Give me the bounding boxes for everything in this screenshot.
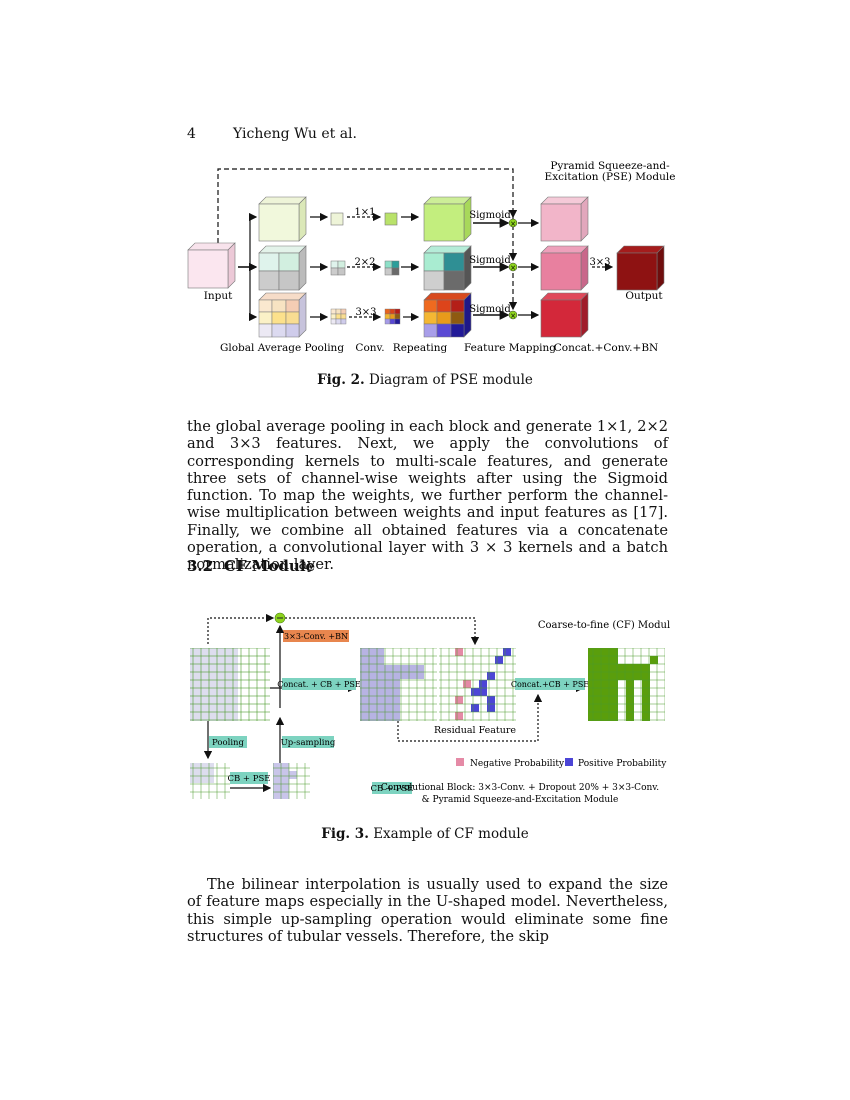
stage-concat: Concat.+Conv.+BN — [554, 342, 658, 354]
repeated-cube-1 — [424, 197, 471, 241]
pse-module-diagram: Pyramid Squeeze-and- Excitation (PSE) Mo… — [180, 155, 680, 360]
sigmoid-2: Sigmoid — [469, 255, 511, 266]
repeated-cube-3 — [424, 293, 471, 337]
cf-module-diagram: Coarse-to-fine (CF) Module 3×3-Conv. +BN… — [185, 608, 670, 813]
output-cube — [617, 246, 664, 290]
section-number: 3.2 — [187, 557, 213, 575]
svg-text:×: × — [510, 220, 516, 228]
pooled-cube-3 — [259, 293, 306, 337]
fig3-caption-text: Example of CF module — [373, 826, 529, 842]
cf-title: Coarse-to-fine (CF) Module — [538, 620, 670, 631]
pse-title-2: Excitation (PSE) Module — [545, 171, 676, 183]
mapped-cube-2 — [541, 246, 588, 290]
stage-gap: Global Average Pooling — [220, 342, 344, 354]
residual-label: Residual Feature — [434, 725, 516, 736]
stage-repeat: Repeating — [393, 342, 448, 354]
pos-swatch — [565, 758, 573, 766]
svg-text:×: × — [510, 264, 516, 272]
kernel-3x3: 3×3 — [355, 307, 376, 318]
pooled-cube-2 — [259, 246, 306, 290]
probability-grid — [439, 648, 516, 721]
fig2-caption-label: Fig. 2. — [317, 372, 365, 388]
upsampling-label: Up-sampling — [281, 738, 336, 748]
mapped-cube-1 — [541, 197, 588, 241]
sigmoid-3: Sigmoid — [469, 304, 511, 315]
fig3-caption-label: Fig. 3. — [321, 826, 369, 842]
concat2-label: Concat.+CB + PSE — [511, 680, 589, 689]
concat-grid — [360, 648, 437, 721]
fig2-caption: Fig. 2. Diagram of PSE module — [0, 372, 850, 388]
concat1-label: Concat. + CB + PSE — [277, 680, 361, 689]
running-head: Yicheng Wu et al. — [233, 126, 357, 142]
kernel-2x2: 2×2 — [354, 257, 375, 268]
neg-swatch — [456, 758, 464, 766]
stage-conv: Conv. — [355, 342, 384, 354]
upsample-grid — [273, 763, 310, 799]
input-grid — [190, 648, 270, 721]
neg-label: Negative Probability — [470, 759, 565, 769]
conv-bn-label: 3×3-Conv. +BN — [284, 632, 348, 641]
kernel-1x1: 1×1 — [354, 207, 375, 218]
pooled-cube-1 — [259, 197, 306, 241]
kernel-output: 3×3 — [589, 257, 610, 268]
input-label: Input — [204, 290, 233, 302]
cb-pse-label: CB + PSE — [227, 774, 270, 784]
body-paragraph-1: the global average pooling in each block… — [187, 418, 668, 574]
input-cube — [188, 243, 235, 288]
pooling-label: Pooling — [212, 738, 245, 748]
fig3-caption: Fig. 3. Example of CF module — [0, 826, 850, 842]
pooled-grid — [190, 763, 230, 799]
legend-line-1: Convolutional Block: 3×3-Conv. + Dropout… — [381, 783, 659, 793]
output-label: Output — [625, 290, 663, 302]
svg-text:×: × — [510, 312, 516, 320]
body-paragraph-2: The bilinear interpolation is usually us… — [187, 876, 668, 945]
fig2-caption-text: Diagram of PSE module — [369, 372, 533, 388]
repeated-cube-2 — [424, 246, 471, 290]
legend-line-2: & Pyramid Squeeze-and-Excitation Module — [422, 795, 619, 805]
pos-label: Positive Probability — [578, 759, 667, 769]
stage-map: Feature Mapping — [464, 342, 556, 354]
output-grid — [588, 648, 665, 721]
mapped-cube-3 — [541, 293, 588, 337]
section-title: CF Module — [224, 557, 315, 575]
page-number: 4 — [187, 126, 196, 142]
sigmoid-1: Sigmoid — [469, 210, 511, 221]
